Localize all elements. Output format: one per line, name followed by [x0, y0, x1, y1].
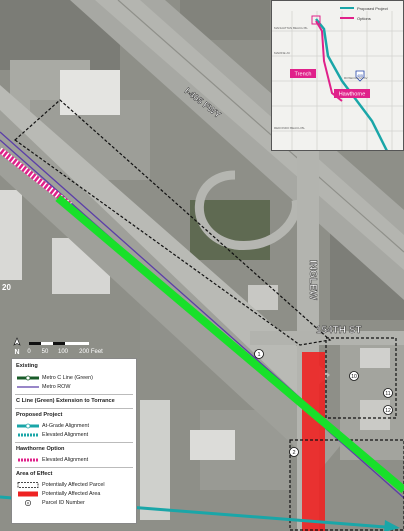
street-label-154th: 154TH ST — [316, 325, 362, 336]
parcel-marker[interactable]: 11 — [383, 388, 393, 398]
legend-area-header: Area of Effect — [16, 471, 53, 477]
scale-tick: 100 — [58, 349, 69, 355]
hawthorne-hatch — [0, 147, 72, 208]
svg-text:12: 12 — [385, 408, 391, 414]
inset-map: 405 MANHATTAN BEACH BL MARINE AV ROSECRA… — [271, 0, 404, 151]
metro-c-line-swatch — [17, 375, 39, 381]
legend-metro-c-line: Metro C Line (Green) — [42, 375, 93, 381]
legend-at-grade: At-Grade Alignment — [42, 423, 90, 429]
inset-street-label: MARINE AV — [274, 51, 290, 55]
metro-row-swatch — [17, 386, 39, 388]
affected-parcel-boundary — [14, 99, 332, 346]
legend-extension-header: C Line (Green) Extension to Torrance — [16, 398, 115, 404]
elevated-swatch — [17, 433, 39, 437]
loop-ramp — [194, 170, 301, 250]
rail-corridor — [0, 85, 330, 400]
inset-street-label: ROSECRANS AV — [344, 76, 367, 80]
affected-parcel-boundary — [325, 337, 397, 419]
inset-legend-options: Options — [357, 16, 371, 21]
hawthorne-elevated-swatch — [17, 458, 39, 462]
hawthorne-callout — [334, 89, 370, 98]
at-grade-swatch — [17, 423, 39, 429]
scale-bar: N 0 50 100 200 Feet — [13, 337, 103, 356]
affected-parcel-swatch — [17, 482, 39, 488]
scale-tick: 200 Feet — [79, 349, 103, 355]
svg-text:#: # — [27, 502, 29, 506]
building — [360, 400, 390, 430]
legend-affected-parcel: Potentially Affected Parcel — [42, 482, 105, 488]
freeway-lanes — [95, 0, 404, 270]
trench-callout-label: Trench — [295, 72, 312, 78]
svg-text:2: 2 — [292, 450, 295, 456]
legend-hawthorne-elevated: Elevated Alignment — [42, 457, 89, 463]
building — [360, 348, 390, 368]
scale-tick: 50 — [42, 349, 49, 355]
affected-area-swatch — [18, 491, 38, 497]
potentially-affected-area — [302, 352, 325, 531]
legend-hawthorne-header: Hawthorne Option — [16, 446, 65, 452]
legend-parcel-id: Parcel ID Number — [42, 500, 85, 506]
building — [190, 430, 235, 460]
inset-street-label: REDONDO BEACH BL — [274, 126, 305, 130]
parcel-marker[interactable]: 1 — [254, 349, 264, 359]
freeway-band — [70, 0, 404, 300]
building — [60, 70, 120, 115]
alignment-arrow-head — [384, 520, 400, 531]
legend-metro-row: Metro ROW — [42, 384, 71, 390]
trench-callout — [290, 69, 316, 78]
at-grade-alignment — [55, 194, 404, 494]
north-arrow-icon — [13, 337, 21, 346]
freeway-shield-icon: 405 — [355, 70, 365, 82]
parcel-marker[interactable]: 12 — [383, 405, 393, 415]
parcel-marker[interactable]: 10 — [349, 371, 359, 381]
parcel-id-swatch: # — [25, 500, 31, 506]
legend-proposed-header: Proposed Project — [16, 412, 63, 418]
legend-elevated: Elevated Alignment — [42, 432, 89, 438]
svg-text:1: 1 — [257, 352, 260, 358]
inset-street-label: MANHATTAN BEACH BL — [274, 26, 308, 30]
scale-tick: 0 — [27, 349, 31, 355]
inset-legend-proposed: Proposed Project — [357, 6, 389, 11]
inset-location-box — [311, 15, 321, 25]
north-label: N — [14, 349, 19, 356]
inset-proposed-line — [315, 18, 388, 150]
parcel-marker[interactable]: 2 — [289, 447, 299, 457]
freeway-median — [117, 0, 404, 253]
svg-text:10: 10 — [351, 374, 357, 380]
svg-text:11: 11 — [385, 391, 390, 397]
legend-existing-header: Existing — [16, 363, 38, 369]
hawthorne-callout-label: Hawthorne — [339, 92, 366, 98]
building — [0, 190, 22, 280]
building — [140, 400, 170, 520]
svg-text:405: 405 — [357, 74, 363, 78]
building — [248, 285, 278, 310]
map-legend: Existing Metro C Line (Green) Metro ROW … — [11, 358, 137, 524]
street-label-inglewood: INGLEW — [307, 260, 318, 301]
legend-affected-area: Potentially Affected Area — [42, 491, 101, 497]
edge-label: 20 — [2, 283, 11, 292]
